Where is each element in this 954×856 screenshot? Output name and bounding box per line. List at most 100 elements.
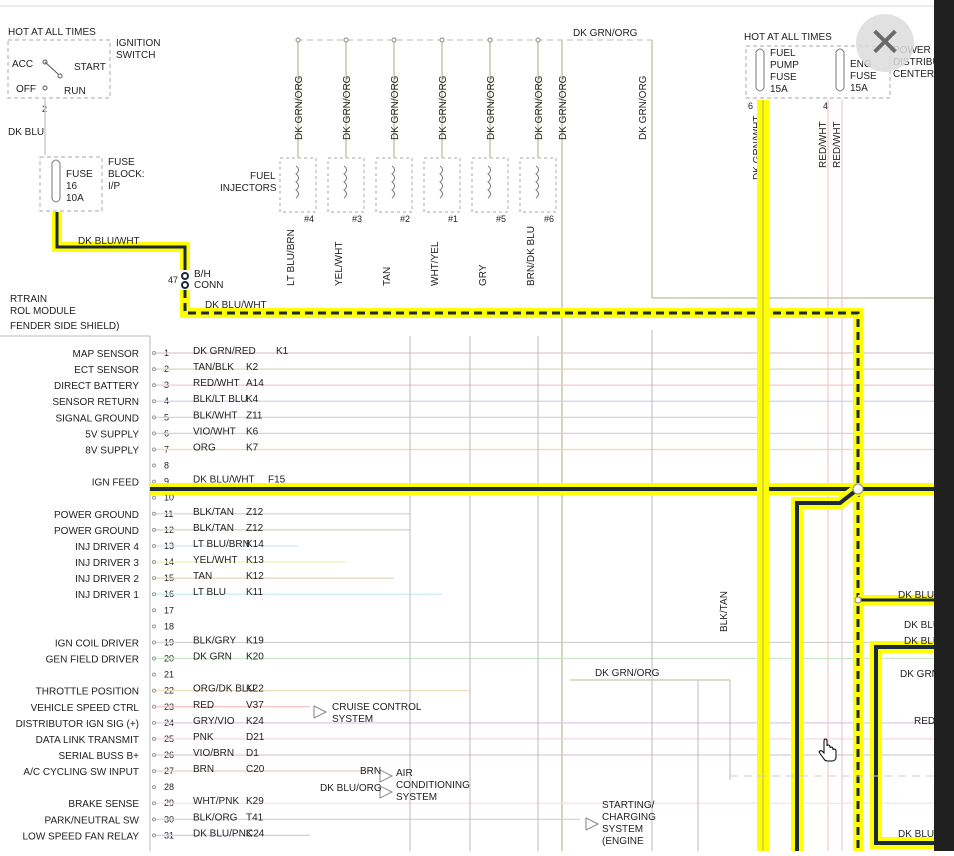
injector-4: [471, 157, 509, 213]
pcm-pin-circuit-30: T41: [246, 812, 264, 823]
highlighted-circuit: [52, 100, 934, 851]
pcm-pin-circuit-25: D21: [246, 732, 265, 743]
pcm-pin-circuit-5: Z11: [246, 410, 263, 421]
injector-3: [423, 157, 461, 213]
injector-bottom-wire-3: WHT/YEL: [430, 241, 441, 286]
pcm-pin-wire-4: BLK/LT BLU: [193, 394, 248, 405]
pcm-pin-circuit-9: F15: [268, 475, 286, 486]
pcm-pin-number-17: 17: [164, 605, 174, 615]
pcm-pin-name-26: SERIAL BUSS B+: [59, 751, 140, 762]
pcm-pin-circuit-3: A14: [246, 378, 264, 389]
pcm-pin-circuit-20: K20: [246, 652, 264, 663]
scroll-gutter: [934, 0, 954, 851]
injector-number-0: #4: [304, 214, 314, 224]
pcm-pin-wire-13: LT BLU/BRN: [193, 539, 250, 550]
injector-number-3: #1: [448, 214, 458, 224]
injector-top-wire-2: DK GRN/ORG: [390, 75, 401, 140]
pcm-pin-circuit-26: D1: [246, 748, 259, 759]
injector-bottom-wire-0: LT BLU/BRN: [286, 229, 297, 286]
right-label-4: DK GRN: [900, 669, 939, 680]
pcm-pin-circuit-22: K22: [246, 684, 264, 695]
pcm-pin-circuit-29: K29: [246, 796, 264, 807]
pdc-pin-4: 4: [823, 101, 828, 111]
pcm-pin-circuit-31: C24: [246, 828, 265, 839]
pcm-pin-wire-20: DK GRN: [193, 652, 232, 663]
injector-top-wire-3: DK GRN/ORG: [438, 75, 449, 140]
pcm-pin-name-7: 8V SUPPLY: [85, 445, 139, 456]
off-label: OFF: [16, 84, 36, 95]
injector-1: [327, 157, 365, 213]
pcm-pin-name-11: POWER GROUND: [54, 510, 139, 521]
injector-2: [375, 157, 413, 213]
injector-0: [279, 157, 317, 213]
pcm-pin-wire-30: BLK/ORG: [193, 812, 238, 823]
pcm-pin-wire-3: RED/WHT: [193, 378, 240, 389]
pcm-pin-name-6: 5V SUPPLY: [85, 429, 139, 440]
injector-number-1: #3: [352, 214, 362, 224]
pcm-pin-wire-16: LT BLU: [193, 587, 226, 598]
injector-number-2: #2: [400, 214, 410, 224]
pcm-pin-wire-11: BLK/TAN: [193, 507, 234, 518]
pcm-pin-number-8: 8: [164, 461, 169, 471]
pcm-pin-name-5: SIGNAL GROUND: [55, 413, 139, 424]
pcm-pin-name-22: THROTTLE POSITION: [36, 687, 139, 698]
wire-redwht-2: RED/WHT: [832, 121, 843, 168]
pcm-pin-wire-22: ORG/DK BLU: [193, 684, 255, 695]
pcm-pin-name-4: SENSOR RETURN: [52, 397, 139, 408]
wire-dk-blu-label: DK BLU: [8, 127, 44, 138]
ignition-switch-box: [7, 39, 111, 99]
pcm-pin-name-30: PARK/NEUTRAL SW: [45, 815, 140, 826]
pcm-pin-name-12: POWER GROUND: [54, 526, 139, 537]
injector-top-wire-5: DK GRN/ORG: [534, 75, 545, 140]
pcm-pin-circuit-23: V37: [246, 700, 264, 711]
pcm-pin-circuit-14: K13: [246, 555, 264, 566]
injector-number-5: #6: [544, 214, 554, 224]
pcm-pin-name-3: DIRECT BATTERY: [54, 381, 139, 392]
injector-number-4: #5: [496, 214, 506, 224]
injector-bottom-wire-5: BRN/DK BLU: [526, 226, 537, 286]
pcm-pin-number-10: 10: [164, 493, 174, 503]
fuel-injectors-group: DK GRN/ORG #4 LT BLU/BRN DK GRN/ORG #3YEL/WH…: [279, 37, 557, 286]
start-label: START: [74, 62, 106, 73]
pcm-pin-name-31: LOW SPEED FAN RELAY: [22, 831, 139, 842]
pcm-pin-wire-7: ORG: [193, 442, 216, 453]
ac-dkbluorg-label: DK BLU/ORG: [320, 783, 382, 794]
pcm-pin-circuit-19: K19: [246, 635, 264, 646]
pcm-pin-name-19: IGN COIL DRIVER: [55, 638, 139, 649]
pcm-pin-wire-5: BLK/WHT: [193, 410, 237, 421]
pcm-pin-wire-19: BLK/GRY: [193, 635, 236, 646]
pcm-pin-circuit-15: K12: [246, 571, 264, 582]
pcm-pin-wire-31: DK BLU/PNK: [193, 828, 253, 839]
pcm-pin-name-25: DATA LINK TRANSMIT: [36, 735, 139, 746]
injector-top-wire-1: DK GRN/ORG: [342, 75, 353, 140]
conn-pin-47: 47: [168, 275, 178, 285]
pcm-pin-circuit-27: C20: [246, 764, 265, 775]
pcm-pin-number-28: 28: [164, 782, 174, 792]
wire-dkgrnorg-drop-2: DK GRN/ORG: [638, 75, 649, 140]
hot-at-all-times-left: HOT AT ALL TIMES: [8, 27, 96, 38]
pcm-pin-name-15: INJ DRIVER 2: [75, 574, 139, 585]
injector-bottom-wire-1: YEL/WHT: [334, 242, 345, 286]
wire-dkgrnorg-mid: DK GRN/ORG: [595, 668, 660, 679]
close-button[interactable]: ✕: [856, 14, 914, 72]
pcm-pin-wire-6: VIO/WHT: [193, 426, 236, 437]
pcm-pin-circuit-2: K2: [246, 362, 259, 373]
pcm-pin-circuit-1: K1: [276, 346, 289, 357]
pcm-pin-number-18: 18: [164, 621, 174, 631]
pcm-pin-name-23: VEHICLE SPEED CTRL: [31, 703, 140, 714]
pcm-pin-name-9: IGN FEED: [92, 478, 139, 489]
pcm-pin-name-16: INJ DRIVER 1: [75, 590, 139, 601]
pcm-pin-name-1: MAP SENSOR: [73, 349, 140, 360]
pcm-pin-wire-15: TAN: [193, 571, 212, 582]
ac-brn-label: BRN: [360, 766, 381, 777]
fuse-16: [39, 156, 103, 212]
pcm-pin-number-21: 21: [164, 670, 174, 680]
